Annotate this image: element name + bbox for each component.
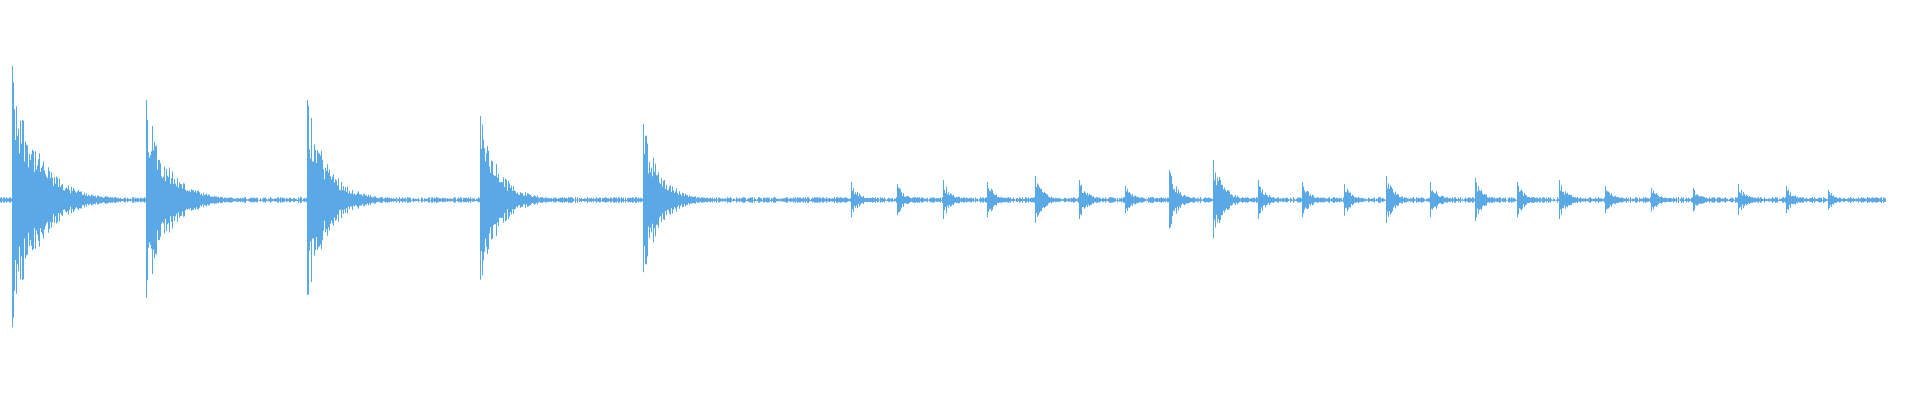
waveform-group: [0, 66, 1886, 328]
waveform-trace: [0, 82, 1886, 318]
